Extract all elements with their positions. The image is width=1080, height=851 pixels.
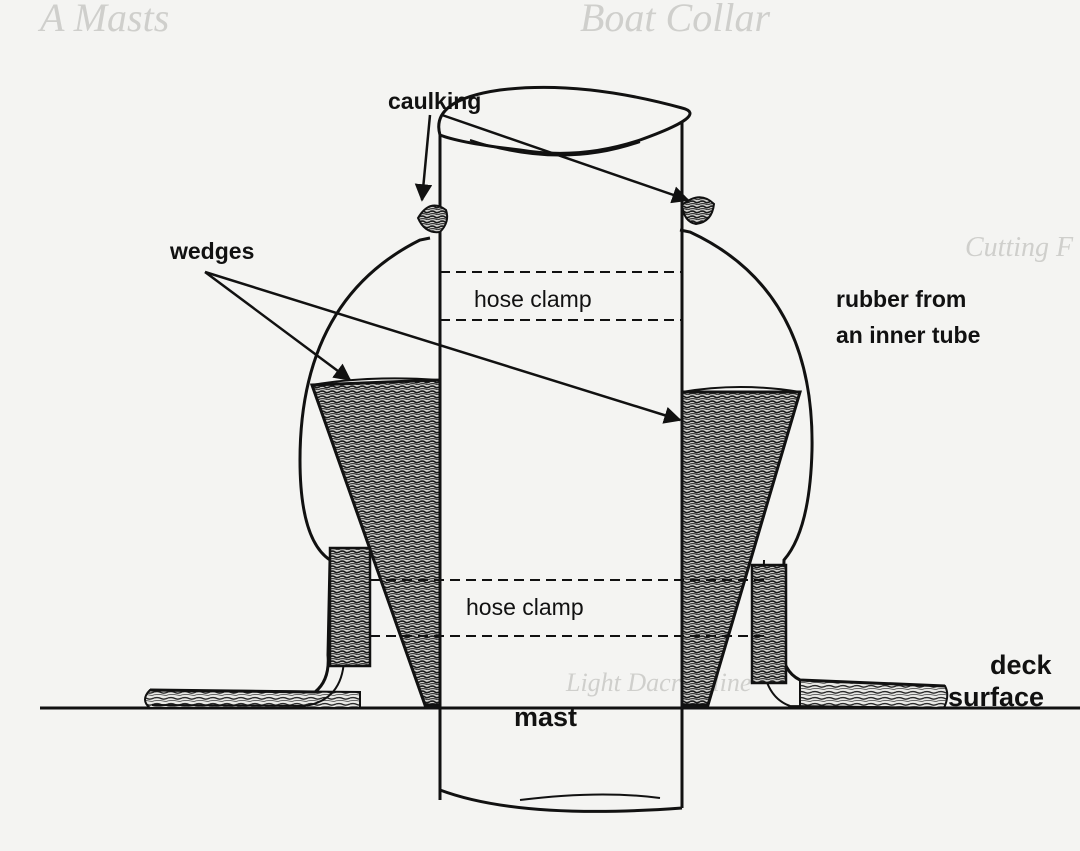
- deck-flange-right: [750, 563, 788, 685]
- wedge-left-top: [311, 377, 441, 386]
- label-caulking: caulking: [388, 88, 482, 114]
- rubber-boot-left-inner: [151, 560, 345, 708]
- caulking-left: [416, 204, 449, 234]
- wedge-right-top: [681, 386, 801, 393]
- background-heading-left: A Masts: [40, 0, 170, 40]
- label-mast: mast: [514, 702, 578, 732]
- label-rubber-inner-tube-line1: rubber from: [836, 286, 967, 312]
- wedge-right: [680, 390, 803, 707]
- label-wedges: wedges: [170, 238, 255, 264]
- background-subheading: Light Dacron line: [566, 668, 752, 697]
- wedges-arrow-left: [204, 270, 352, 382]
- deck-plank-left: [144, 688, 361, 709]
- label-hose-clamp-top: hose clamp: [474, 286, 592, 312]
- rubber-boot-left: [149, 236, 431, 694]
- label-rubber-inner-tube-line2: an inner tube: [836, 322, 981, 348]
- deck-flange-left: [328, 546, 372, 668]
- deck-plank-right: [799, 678, 949, 709]
- label-deck: deck: [990, 650, 1052, 680]
- wedge-left: [309, 378, 442, 707]
- background-heading-side: Cutting F: [965, 232, 1074, 263]
- label-surface: surface: [948, 682, 1045, 712]
- mast-bottom-shading: [519, 793, 661, 801]
- wedges-arrow-right: [204, 270, 682, 424]
- background-heading-right: Boat Collar: [580, 0, 771, 40]
- mast-bottom-curve: [439, 788, 683, 813]
- caulking-right: [680, 196, 716, 226]
- caulking-arrow-left: [414, 114, 433, 202]
- label-hose-clamp-bottom: hose clamp: [466, 594, 584, 620]
- caulking-arrow-right: [441, 113, 690, 204]
